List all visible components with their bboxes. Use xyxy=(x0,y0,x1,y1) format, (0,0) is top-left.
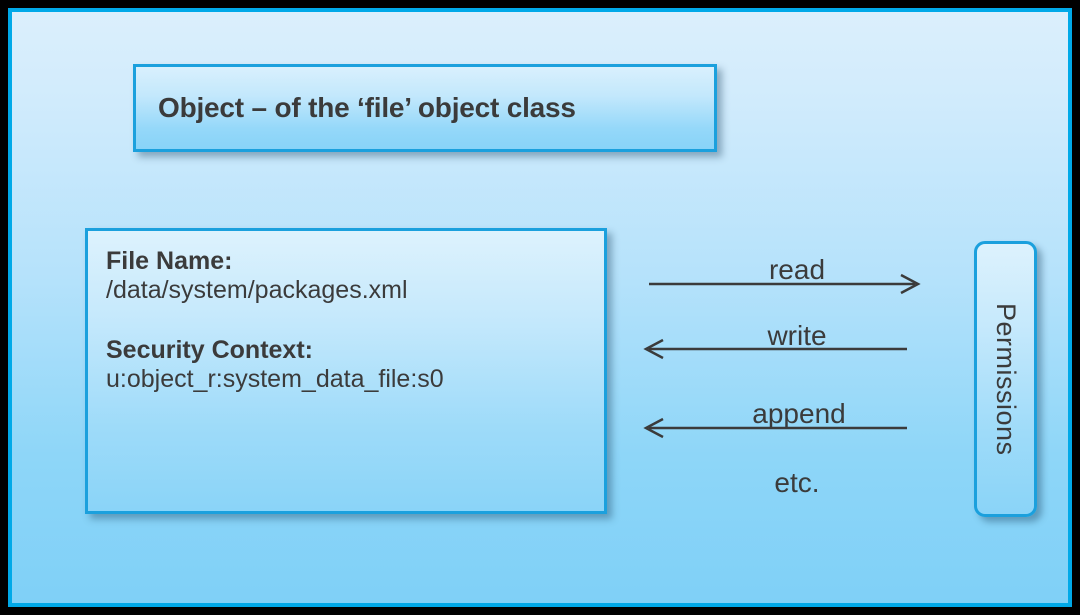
operation-label-append: append xyxy=(752,398,846,429)
arrow-append-icon xyxy=(643,417,907,439)
page-title: Object – of the ‘file’ object class xyxy=(158,92,576,123)
operations-arrow-group: read write append etc. xyxy=(632,232,952,522)
security-context-label: Security Context: xyxy=(106,335,313,364)
permissions-box: Permissions xyxy=(974,241,1037,517)
arrow-write-icon xyxy=(643,338,907,360)
title-banner: Object – of the ‘file’ object class xyxy=(133,64,717,152)
object-detail-box: File Name: /data/system/packages.xml Sec… xyxy=(85,228,607,514)
field-spacer xyxy=(106,306,604,336)
operation-label-write: write xyxy=(767,320,827,351)
file-name-label: File Name: xyxy=(106,247,233,275)
file-name-value: /data/system/packages.xml xyxy=(106,276,408,305)
arrow-read-icon xyxy=(649,273,921,295)
slide-canvas: Object – of the ‘file’ object class File… xyxy=(8,8,1072,607)
operation-label-read: read xyxy=(768,254,826,285)
permissions-label: Permissions xyxy=(991,302,1021,456)
operation-label-etc: etc. xyxy=(774,467,820,498)
security-context-value: u:object_r:system_data_file:s0 xyxy=(106,364,444,393)
